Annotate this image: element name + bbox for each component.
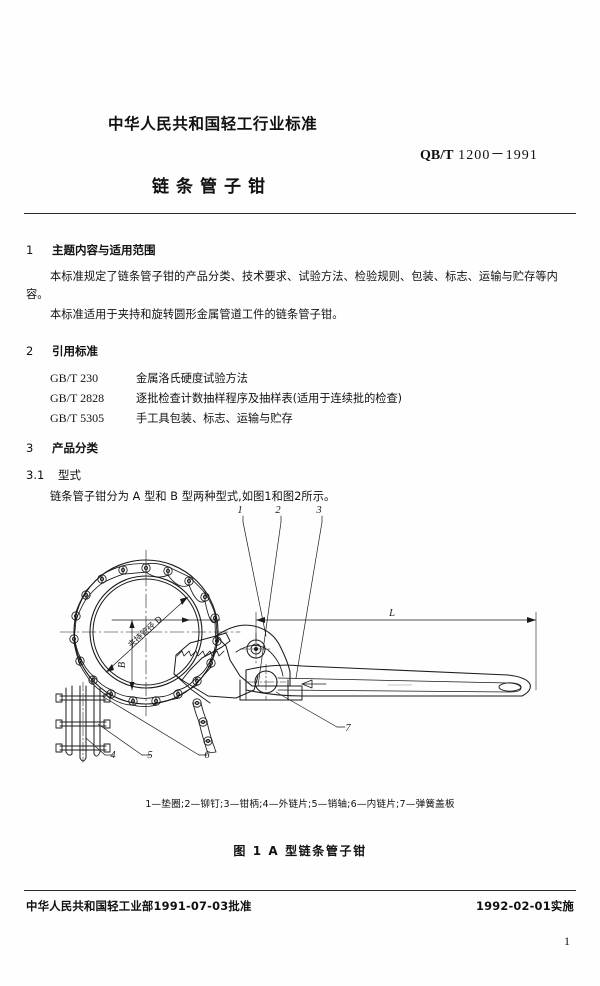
section-heading-3-1: 3.1 型式: [26, 467, 81, 483]
figure-caption: 图 1 A 型链条管子钳: [233, 844, 367, 858]
callout-leaders: [85, 515, 346, 756]
chain-loop: [69, 559, 222, 754]
standard-number: QB/T 1200－1991: [420, 144, 538, 164]
dimension-b: [111, 617, 221, 691]
callout-label-4: 4: [110, 750, 116, 761]
issuing-organization: 中华人民共和国轻工行业标准: [108, 115, 318, 133]
reference-title: 手工具包装、标志、运输与贮存: [136, 412, 293, 425]
reference-code: GB/T 230: [50, 371, 99, 385]
reference-code: GB/T 2828: [50, 391, 105, 405]
section-1-paragraph-2: 本标准适用于夹持和旋转圆形金属管道工件的链条管子钳。: [50, 308, 344, 321]
section-number-3-1: 3.1: [26, 468, 45, 482]
section-heading-1: 1 主题内容与适用范围: [26, 242, 156, 258]
callout-label-1: 1: [237, 505, 242, 516]
callout-label-5: 5: [147, 750, 152, 761]
reference-item: GB/T 2828 逐批检查计数抽样程序及抽样表(适用于连续批的检查): [50, 390, 402, 406]
section-title-2: 引用标准: [52, 344, 98, 358]
reference-title: 逐批检查计数抽样程序及抽样表(适用于连续批的检查): [136, 392, 403, 405]
header-divider: [24, 213, 576, 214]
standard-prefix: QB/T: [420, 148, 454, 163]
section-3-1-paragraph-1: 链条管子钳分为 A 型和 B 型两种型式,如图1和图2所示。: [50, 490, 336, 503]
callout-label-3: 3: [315, 505, 321, 516]
wrench-head: [215, 624, 303, 701]
callout-label-2: 2: [275, 505, 281, 516]
section-1-paragraph-1: 本标准规定了链条管子钳的产品分类、技术要求、试验方法、检验规则、包装、标志、运输…: [26, 270, 558, 301]
footer-effective-date: 1992-02-01实施: [475, 899, 574, 913]
reference-code: GB/T 5305: [50, 411, 105, 425]
figure-1-chain-pipe-wrench: 1 2 3 4 5 6 7 L B 夹持管径 D: [40, 500, 560, 800]
dimension-diameter: [105, 596, 189, 673]
reference-item: GB/T 5305 手工具包装、标志、运输与贮存: [50, 410, 293, 426]
document-title: 链条管子钳: [152, 177, 272, 197]
callout-label-7: 7: [345, 723, 351, 734]
standard-number-value: 1200－1991: [458, 148, 538, 163]
wrench-handle: [245, 664, 531, 697]
figure-legend: 1—垫圈;2—铆钉;3—钳柄;4—外链片;5—销轴;6—内链片;7—弹簧盖板: [145, 799, 455, 810]
footer-divider: [24, 890, 576, 891]
section-title-1: 主题内容与适用范围: [52, 243, 156, 257]
section-heading-2: 2 引用标准: [26, 343, 98, 359]
section-title-3: 产品分类: [52, 441, 98, 455]
section-number-3: 3: [26, 441, 34, 455]
page-number: 1: [564, 934, 570, 948]
dimension-label-L: L: [388, 608, 395, 619]
chain-cross-section: [55, 681, 111, 763]
reference-item: GB/T 230 金属洛氏硬度试验方法: [50, 370, 248, 386]
footer-approval: 中华人民共和国轻工业部1991-07-03批准: [26, 899, 252, 913]
section-title-3-1: 型式: [58, 468, 81, 482]
centerline: [59, 549, 241, 717]
reference-title: 金属洛氏硬度试验方法: [136, 372, 248, 385]
dimension-label-B: B: [117, 661, 128, 668]
dimension-length: [255, 611, 537, 691]
section-heading-3: 3 产品分类: [26, 440, 98, 456]
callout-label-6: 6: [204, 750, 210, 761]
section-number-1: 1: [26, 243, 34, 257]
section-number-2: 2: [26, 344, 34, 358]
